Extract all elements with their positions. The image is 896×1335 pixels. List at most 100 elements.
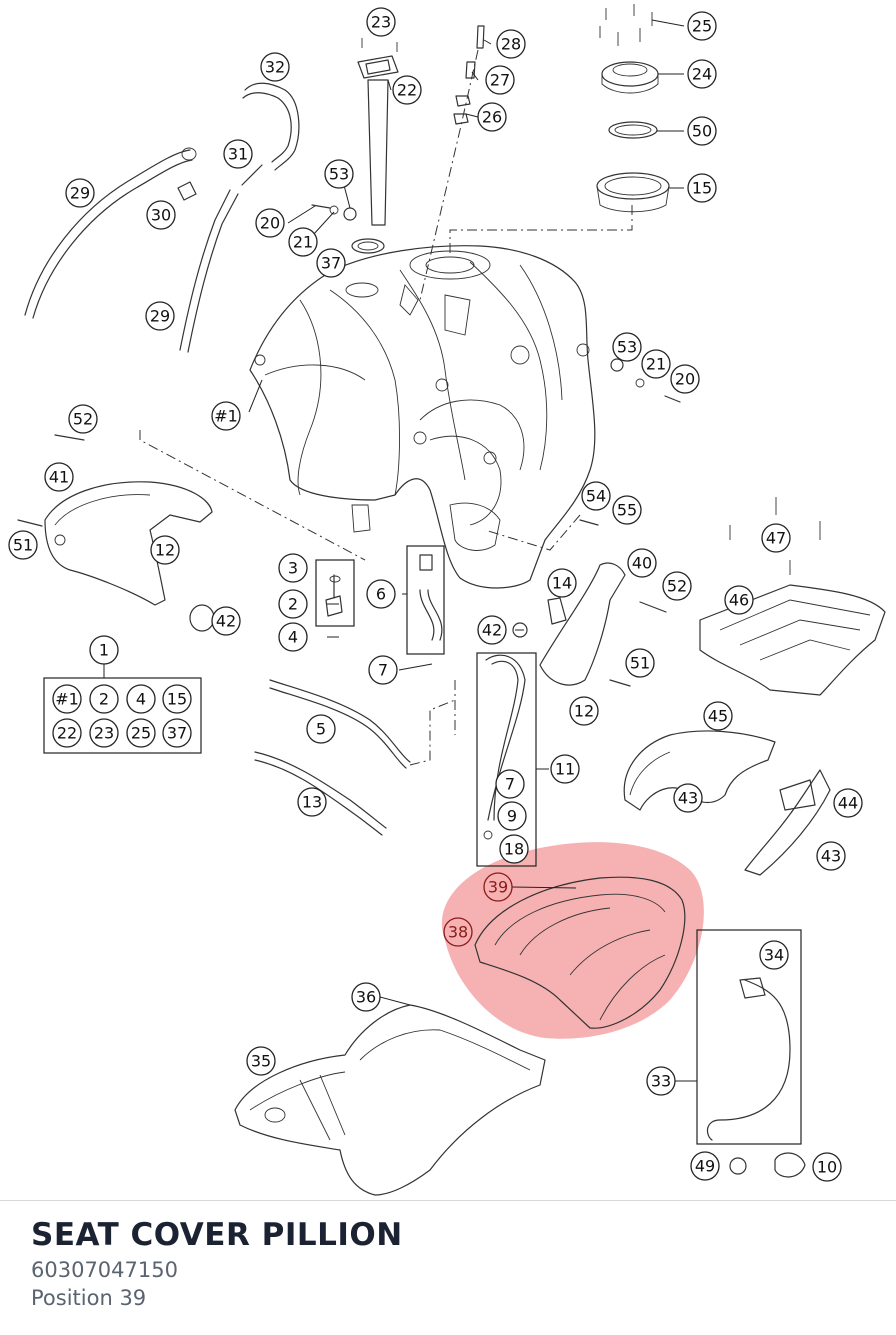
callout-31[interactable]: 31 bbox=[223, 139, 253, 169]
callout-22[interactable]: 22 bbox=[392, 75, 422, 105]
callout-label: 10 bbox=[817, 1158, 837, 1177]
part-number: 60307047150 bbox=[31, 1258, 178, 1282]
callout-10[interactable]: 10 bbox=[812, 1152, 842, 1182]
kit-member-25[interactable]: 25 bbox=[126, 718, 156, 748]
callout-53[interactable]: 53 bbox=[324, 159, 354, 189]
callout-29[interactable]: 29 bbox=[65, 178, 95, 208]
callout-label: 45 bbox=[708, 707, 728, 726]
callout-42[interactable]: 42 bbox=[211, 606, 241, 636]
callout-label: 31 bbox=[228, 145, 248, 164]
callout-44[interactable]: 44 bbox=[833, 788, 863, 818]
callout-label: 20 bbox=[675, 370, 695, 389]
callout-num-1[interactable]: #1 bbox=[211, 401, 241, 431]
callout-39[interactable]: 39 bbox=[483, 872, 513, 902]
fasteners-left-drawing bbox=[287, 173, 357, 236]
callout-28[interactable]: 28 bbox=[496, 29, 526, 59]
callout-7[interactable]: 7 bbox=[368, 655, 398, 685]
callout-43[interactable]: 43 bbox=[816, 841, 846, 871]
breather-hose-drawing bbox=[419, 25, 485, 301]
valve-group-drawing bbox=[315, 559, 355, 627]
callout-41[interactable]: 41 bbox=[44, 462, 74, 492]
callout-label: 39 bbox=[488, 878, 508, 897]
callout-label: 12 bbox=[155, 541, 175, 560]
callout-37[interactable]: 37 bbox=[316, 248, 346, 278]
callout-label: 34 bbox=[764, 946, 784, 965]
callout-34[interactable]: 34 bbox=[759, 940, 789, 970]
callout-51[interactable]: 51 bbox=[625, 648, 655, 678]
callout-7[interactable]: 7 bbox=[495, 769, 525, 799]
callout-30[interactable]: 30 bbox=[146, 200, 176, 230]
callout-15[interactable]: 15 bbox=[687, 173, 717, 203]
callout-label: 15 bbox=[692, 179, 712, 198]
callout-24[interactable]: 24 bbox=[687, 59, 717, 89]
callout-47[interactable]: 47 bbox=[761, 523, 791, 553]
callout-2[interactable]: 2 bbox=[278, 589, 308, 619]
callout-35[interactable]: 35 bbox=[246, 1046, 276, 1076]
callout-43[interactable]: 43 bbox=[673, 783, 703, 813]
callout-3[interactable]: 3 bbox=[278, 553, 308, 583]
callout-label: 41 bbox=[49, 468, 69, 487]
callout-1[interactable]: 1 bbox=[89, 635, 119, 665]
callout-40[interactable]: 40 bbox=[627, 548, 657, 578]
callout-18[interactable]: 18 bbox=[499, 834, 529, 864]
callout-5[interactable]: 5 bbox=[306, 714, 336, 744]
callout-50[interactable]: 50 bbox=[687, 116, 717, 146]
callout-21[interactable]: 21 bbox=[641, 349, 671, 379]
callout-38[interactable]: 38 bbox=[443, 917, 473, 947]
callout-12[interactable]: 12 bbox=[569, 696, 599, 726]
svg-text:15: 15 bbox=[167, 690, 187, 709]
callout-label: 5 bbox=[316, 720, 326, 739]
callout-20[interactable]: 20 bbox=[255, 208, 285, 238]
callout-20[interactable]: 20 bbox=[670, 364, 700, 394]
callout-52[interactable]: 52 bbox=[68, 404, 98, 434]
kit-member-23[interactable]: 23 bbox=[89, 718, 119, 748]
callout-42[interactable]: 42 bbox=[477, 615, 507, 645]
callout-label: 46 bbox=[729, 591, 749, 610]
callout-21[interactable]: 21 bbox=[288, 227, 318, 257]
callout-23[interactable]: 23 bbox=[366, 7, 396, 37]
callout-6[interactable]: 6 bbox=[366, 579, 396, 609]
callout-52[interactable]: 52 bbox=[662, 571, 692, 601]
callout-45[interactable]: 45 bbox=[703, 701, 733, 731]
callout-33[interactable]: 33 bbox=[646, 1066, 676, 1096]
callout-27[interactable]: 27 bbox=[485, 65, 515, 95]
callout-54[interactable]: 54 bbox=[581, 481, 611, 511]
svg-text:23: 23 bbox=[94, 724, 114, 743]
seat-lock-cable-drawing bbox=[696, 929, 806, 1178]
part-position: Position 39 bbox=[31, 1286, 147, 1310]
callout-14[interactable]: 14 bbox=[547, 568, 577, 598]
callout-13[interactable]: 13 bbox=[297, 787, 327, 817]
callout-26[interactable]: 26 bbox=[477, 102, 507, 132]
kit-member-2[interactable]: 2 bbox=[89, 684, 119, 714]
callout-51[interactable]: 51 bbox=[8, 530, 38, 560]
callout-label: 28 bbox=[501, 35, 521, 54]
callout-label: 21 bbox=[293, 233, 313, 252]
side-cover-drawing bbox=[17, 430, 366, 632]
selected-part-highlight bbox=[441, 842, 704, 1039]
callout-11[interactable]: 11 bbox=[550, 754, 580, 784]
kit-member-22[interactable]: 22 bbox=[52, 718, 82, 748]
callout-25[interactable]: 25 bbox=[687, 11, 717, 41]
callout-label: 54 bbox=[586, 487, 606, 506]
callout-9[interactable]: 9 bbox=[497, 801, 527, 831]
callout-label: 4 bbox=[288, 628, 298, 647]
callout-36[interactable]: 36 bbox=[351, 982, 381, 1012]
callout-53[interactable]: 53 bbox=[612, 332, 642, 362]
callout-55[interactable]: 55 bbox=[612, 495, 642, 525]
side-bracket-drawing bbox=[744, 769, 831, 876]
part-title: SEAT COVER PILLION bbox=[31, 1217, 403, 1253]
svg-text:37: 37 bbox=[167, 724, 187, 743]
callout-4[interactable]: 4 bbox=[278, 622, 308, 652]
callout-46[interactable]: 46 bbox=[724, 585, 754, 615]
callout-label: 30 bbox=[151, 206, 171, 225]
callout-label: 6 bbox=[376, 585, 386, 604]
callout-label: 37 bbox=[321, 254, 341, 273]
callout-12[interactable]: 12 bbox=[150, 535, 180, 565]
kit-member-num-1[interactable]: #1 bbox=[52, 684, 82, 714]
kit-member-37[interactable]: 37 bbox=[162, 718, 192, 748]
kit-member-4[interactable]: 4 bbox=[126, 684, 156, 714]
callout-32[interactable]: 32 bbox=[260, 52, 290, 82]
callout-49[interactable]: 49 bbox=[690, 1151, 720, 1181]
callout-29[interactable]: 29 bbox=[145, 301, 175, 331]
kit-member-15[interactable]: 15 bbox=[162, 684, 192, 714]
